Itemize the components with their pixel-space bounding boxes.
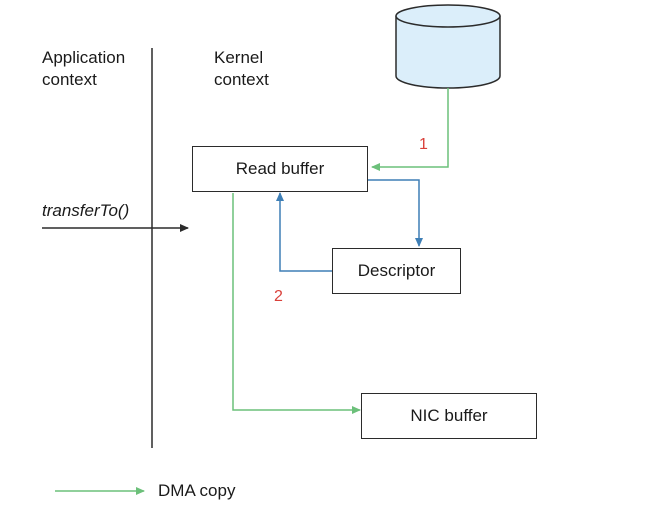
application-context-label: Application context	[42, 48, 126, 89]
read-buffer-box: Read buffer	[192, 146, 368, 192]
step-1-number: 1	[419, 136, 428, 153]
nic-buffer-label: NIC buffer	[410, 406, 488, 425]
descriptor-to-read-buffer-arrow	[276, 192, 332, 272]
kernel-context-label: Kernel context	[214, 48, 269, 89]
dma-disk-to-read-buffer	[371, 88, 449, 171]
legend-dma-copy-label: DMA copy	[158, 481, 236, 500]
descriptor-box: Descriptor	[332, 248, 461, 294]
nic-buffer-box: NIC buffer	[361, 393, 537, 439]
read-buffer-label: Read buffer	[235, 159, 325, 178]
transferto-label: transferTo()	[42, 201, 130, 220]
disk-cylinder	[395, 4, 501, 89]
dma-read-buffer-to-nic	[232, 193, 361, 414]
descriptor-label: Descriptor	[357, 261, 436, 280]
read-buffer-to-descriptor-arrow	[368, 179, 423, 247]
step-2-number: 2	[274, 288, 283, 305]
